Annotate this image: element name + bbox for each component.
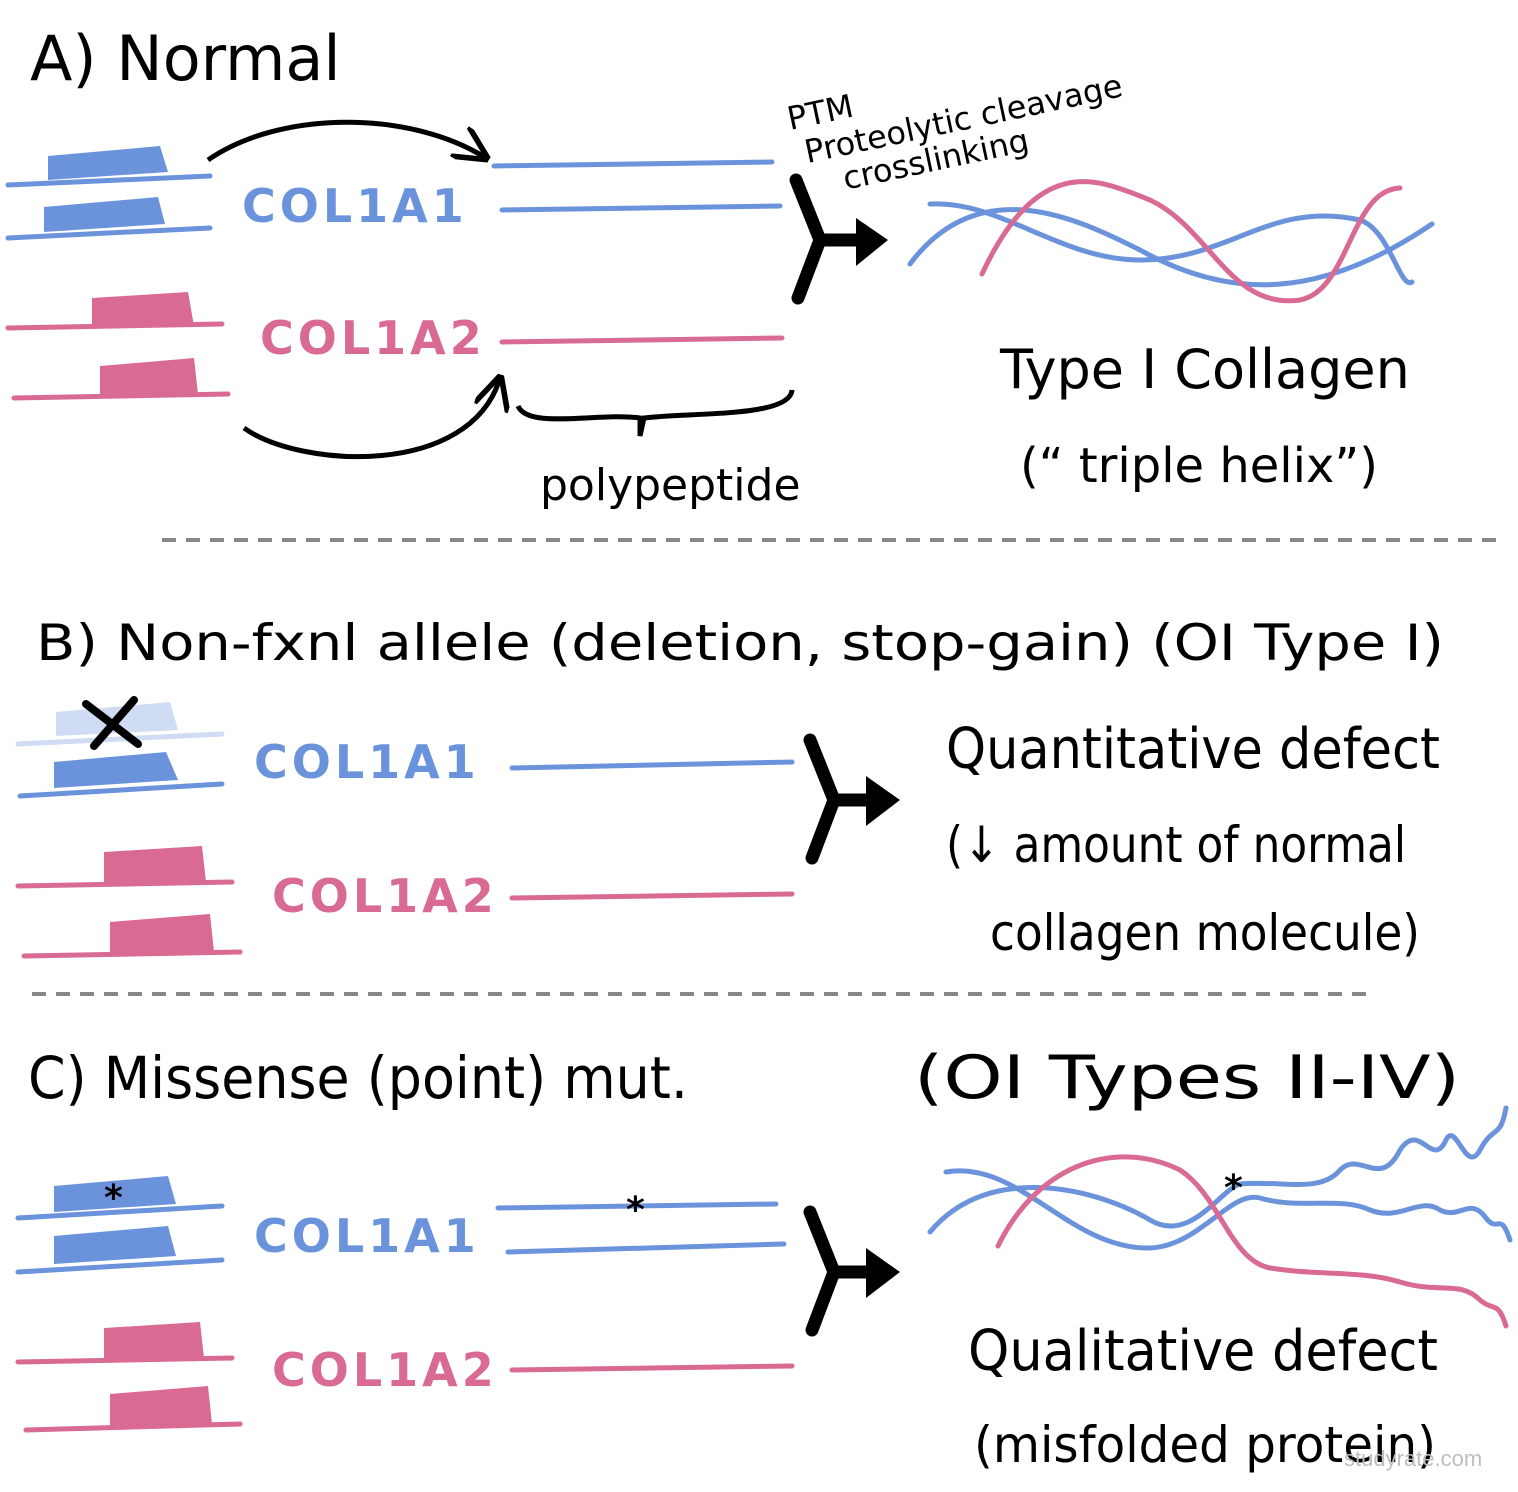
section-b-result-line2: (↓ amount of normal bbox=[946, 816, 1406, 874]
section-a-gene-col1a2: COL1A2 bbox=[260, 311, 486, 365]
section-c-polypeptide-col1a1 bbox=[505, 1241, 787, 1255]
section-a-translation-arrow-bottom bbox=[242, 378, 500, 460]
section-b-result-title: Quantitative defect bbox=[946, 717, 1440, 782]
section-c-helix-mutation-asterisk-icon: * bbox=[1224, 1168, 1243, 1209]
section-c-result-subtitle: (misfolded protein) bbox=[974, 1416, 1436, 1474]
section-b-col1a2-gene-pair bbox=[15, 846, 243, 959]
section-c-polypeptide-col1a2 bbox=[509, 1363, 795, 1373]
section-a-polypeptide-brace bbox=[515, 389, 795, 437]
section-a-title: A) Normal bbox=[30, 22, 341, 95]
section-c-polypeptide-mutation-asterisk-icon: * bbox=[626, 1190, 645, 1231]
section-b-col1a1-normal-allele bbox=[17, 752, 225, 799]
section-b-polypeptide-col1a2 bbox=[509, 891, 795, 901]
section-a-polypeptide-col1a2 bbox=[499, 335, 785, 345]
section-b-gene-col1a2: COL1A2 bbox=[272, 869, 498, 923]
section-a-translation-arrow-top bbox=[206, 119, 486, 160]
section-a-polypeptide-col1a1-2 bbox=[499, 203, 783, 213]
section-c-col1a2-gene-pair bbox=[15, 1322, 243, 1433]
section-a-triple-helix bbox=[907, 179, 1435, 304]
section-c-title: C) Missense (point) mut. bbox=[28, 1044, 688, 1112]
section-b-deletion-x-icon bbox=[82, 696, 142, 750]
section-c-gene-col1a1: COL1A1 bbox=[254, 1209, 480, 1263]
section-a: A) Normal COL1A1 COL1A2 polypeptide bbox=[5, 22, 1435, 511]
section-c-col1a1-gene-pair: * bbox=[15, 1176, 225, 1275]
section-a-col1a2-gene-pair bbox=[5, 292, 231, 401]
section-c-gene-mutation-asterisk-icon: * bbox=[104, 1178, 123, 1219]
section-b-title: B) Non-fxnl allele (deletion, stop-gain)… bbox=[36, 614, 1444, 672]
section-b-polypeptide-col1a1 bbox=[509, 759, 795, 771]
section-b-result-line3: collagen molecule) bbox=[990, 904, 1420, 962]
section-b-gene-col1a1: COL1A1 bbox=[254, 735, 480, 789]
section-b: B) Non-fxnl allele (deletion, stop-gain)… bbox=[15, 614, 1444, 962]
section-b-assembly-arrow bbox=[803, 733, 900, 865]
section-c-result-title: Qualitative defect bbox=[968, 1319, 1438, 1384]
section-c-misfolded-helix: * bbox=[927, 1105, 1513, 1329]
section-c-gene-col1a2: COL1A2 bbox=[272, 1343, 498, 1397]
watermark-text: studyrate.com bbox=[1344, 1446, 1482, 1471]
section-a-polypeptide-label: polypeptide bbox=[540, 460, 801, 511]
section-a-gene-col1a1: COL1A1 bbox=[242, 179, 468, 233]
section-c: C) Missense (point) mut. (OI Types II-IV… bbox=[15, 1043, 1513, 1474]
section-a-assembly-arrow bbox=[789, 173, 888, 305]
section-c-types-label: (OI Types II-IV) bbox=[914, 1043, 1460, 1113]
section-a-result-title: Type I Collagen bbox=[999, 338, 1410, 401]
section-c-assembly-arrow bbox=[803, 1205, 900, 1337]
section-a-col1a1-gene-pair bbox=[5, 146, 213, 241]
section-b-col1a1-deleted-allele bbox=[15, 696, 225, 750]
section-a-polypeptide-col1a1-1 bbox=[491, 159, 775, 169]
section-c-polypeptide-col1a1-mutant bbox=[495, 1201, 779, 1211]
section-a-result-subtitle: (“ triple helix”) bbox=[1020, 438, 1378, 494]
